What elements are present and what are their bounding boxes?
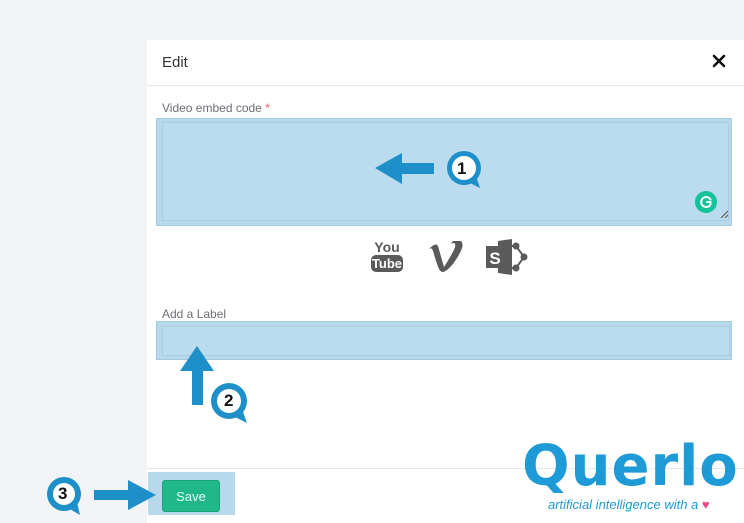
annotation-arrow-left	[375, 151, 481, 188]
annotation-step-1: 1	[457, 159, 467, 178]
svg-text:You: You	[374, 239, 399, 255]
heart-icon: ♥	[701, 497, 710, 512]
modal-footer-divider	[147, 468, 744, 469]
querlo-tagline-text: artificial intelligence with a	[548, 497, 699, 512]
edit-modal: Edit Video embed code * 1 You Tube	[147, 40, 744, 523]
close-icon[interactable]	[712, 54, 726, 68]
resize-handle-icon[interactable]	[720, 210, 728, 218]
required-mark: *	[265, 101, 270, 115]
annotation-arrow-up	[180, 346, 247, 423]
embed-code-label-text: Video embed code	[162, 101, 262, 115]
annotation-step-3: 3	[58, 484, 68, 503]
add-label-label: Add a Label	[162, 307, 227, 321]
sharepoint-icon: S	[486, 239, 528, 275]
modal-header: Edit	[147, 40, 744, 86]
embed-code-textarea[interactable]	[162, 122, 729, 221]
vimeo-icon	[429, 241, 463, 272]
modal-title: Edit	[162, 54, 188, 71]
querlo-brand: Querlo artificial intelligence with a ♥	[520, 434, 740, 516]
svg-text:S: S	[489, 249, 500, 268]
svg-text:Tube: Tube	[372, 256, 402, 271]
querlo-logo: Querlo	[522, 434, 739, 499]
querlo-tagline: artificial intelligence with a ♥	[548, 497, 710, 512]
annotation-arrow-right	[47, 477, 156, 515]
save-button[interactable]: Save	[162, 480, 220, 512]
youtube-icon: You Tube	[371, 239, 403, 272]
embed-code-label: Video embed code *	[162, 101, 270, 115]
grammarly-icon[interactable]	[695, 191, 717, 213]
label-input[interactable]	[162, 326, 730, 356]
annotation-step-2: 2	[224, 391, 234, 410]
